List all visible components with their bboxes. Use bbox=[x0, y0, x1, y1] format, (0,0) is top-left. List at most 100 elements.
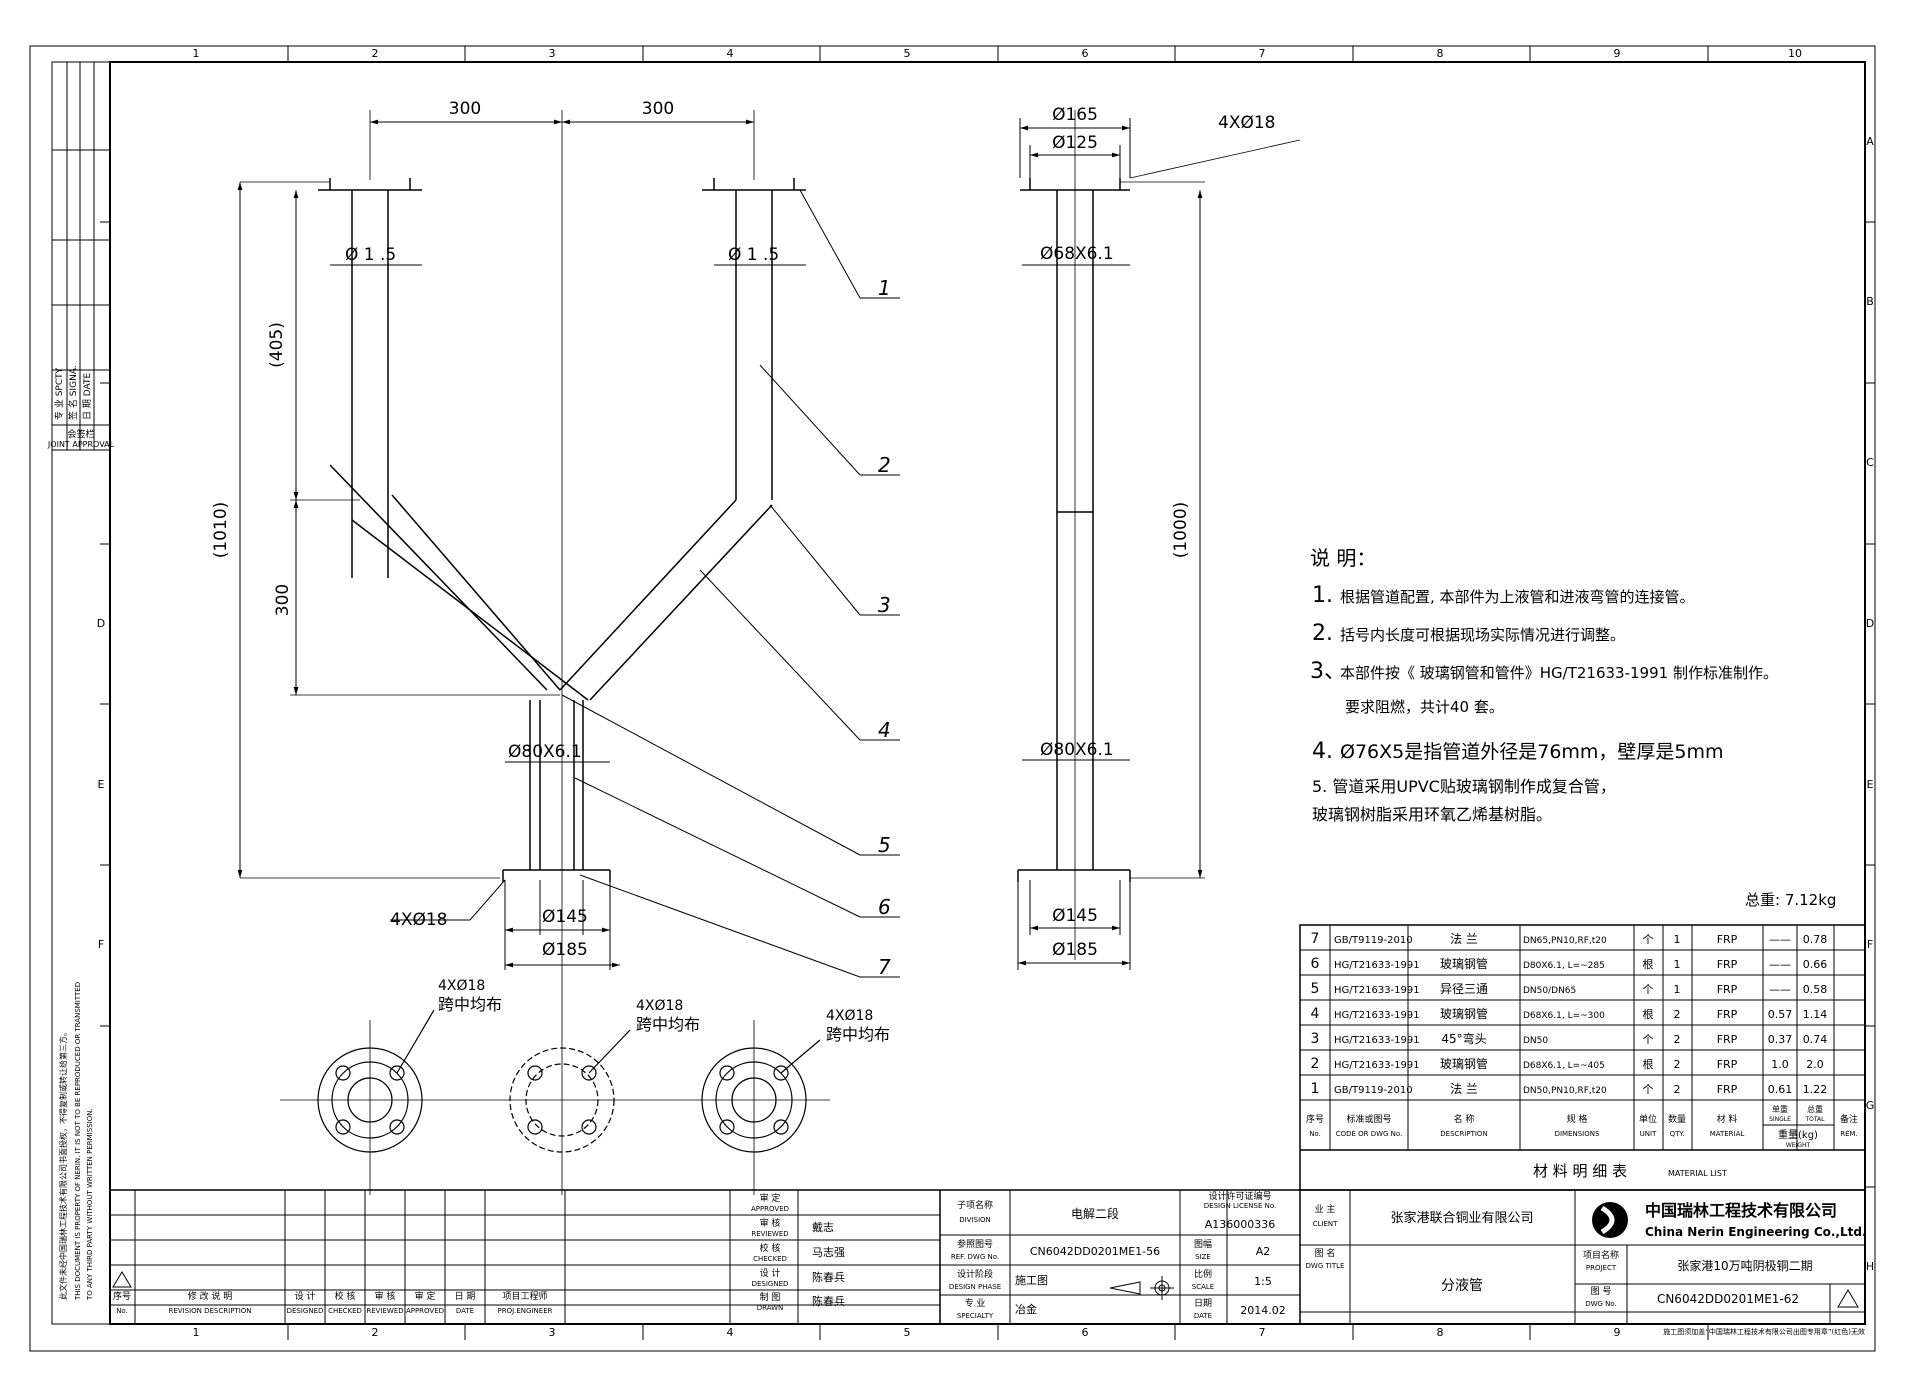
material-cell-qty: 2 bbox=[1674, 1033, 1681, 1046]
side-view-dimensions bbox=[1017, 118, 1203, 970]
plan-bolts-1: 4XØ18 bbox=[438, 978, 485, 994]
hdr-dim-en: DIMENSIONS bbox=[1555, 1130, 1600, 1138]
dim-phi-right: Ø 1 .5 bbox=[728, 245, 779, 265]
zone-col-3-bottom: 3 bbox=[549, 1326, 556, 1339]
rev-hdr-no-en: No. bbox=[116, 1307, 128, 1315]
zone-row-f-left: F bbox=[98, 938, 104, 951]
sig-designed: 设 计 bbox=[760, 1267, 781, 1279]
material-cell-code: GB/T9119-2010 bbox=[1334, 1085, 1413, 1096]
zone-row-d: D bbox=[1866, 617, 1874, 630]
hdr-single-en: SINGLE bbox=[1769, 1116, 1791, 1123]
side-view-centerlines bbox=[1074, 110, 1301, 960]
material-cell-mat: FRP bbox=[1717, 958, 1738, 971]
hdr-no: 序号 bbox=[1306, 1113, 1324, 1125]
material-cell-dim: D80X6.1, L=~285 bbox=[1523, 961, 1605, 971]
material-cell-dim: D68X6.1, L=~300 bbox=[1523, 1011, 1605, 1021]
dim-od-top: Ø165 bbox=[1052, 105, 1098, 125]
title-block-fields: 子项名称 DIVISION 电解二段 设计许可证编号 DESIGN LICENS… bbox=[949, 1190, 1867, 1320]
material-cell-mat: FRP bbox=[1717, 1008, 1738, 1021]
material-cell-unit: 个 bbox=[1643, 983, 1654, 996]
material-cell-mat: FRP bbox=[1717, 933, 1738, 946]
material-cell-unit: 个 bbox=[1643, 933, 1654, 946]
joint-approval-strip bbox=[52, 62, 110, 451]
hdr-unit: 单位 bbox=[1639, 1113, 1657, 1125]
hdr-no-en: No. bbox=[1309, 1130, 1321, 1138]
rev-hdr-chk-en: CHECKED bbox=[328, 1307, 362, 1315]
tb-dwgno-label: 图 号 bbox=[1591, 1286, 1612, 1297]
zone-row-f: F bbox=[1867, 938, 1873, 951]
tb-phase-label: 设计阶段 bbox=[957, 1268, 993, 1280]
tb-company: 中国瑞林工程技术有限公司 bbox=[1645, 1201, 1837, 1220]
approval-signature: 签 名 SIGNA. bbox=[67, 365, 79, 420]
rev-hdr-desc-en: REVISION DESCRIPTION bbox=[169, 1307, 252, 1315]
tb-refdwg-label-en: REF. DWG No. bbox=[951, 1253, 999, 1261]
dim-od-front: Ø185 bbox=[542, 940, 588, 960]
tb-scale-label-en: SCALE bbox=[1192, 1283, 1214, 1291]
material-cell-single: 1.0 bbox=[1771, 1058, 1789, 1071]
sheet-border bbox=[29, 45, 1876, 1352]
sig-designed-name: 陈春兵 bbox=[812, 1270, 845, 1284]
material-list-title: 材 料 明 细 表 bbox=[1533, 1162, 1627, 1180]
zone-row-e-left: E bbox=[98, 778, 105, 791]
hdr-unit-en: UNIT bbox=[1640, 1130, 1657, 1138]
approval-date: 日 期 DATE bbox=[82, 373, 93, 420]
tb-dwgno-label-en: DWG No. bbox=[1585, 1300, 1617, 1308]
tb-license: A136000336 bbox=[1205, 1218, 1276, 1231]
tb-project: 张家港10万吨阴极铜二期 bbox=[1677, 1258, 1812, 1273]
tb-company-en: China Nerin Engineering Co.,Ltd. bbox=[1645, 1225, 1867, 1239]
revision-block-grid bbox=[109, 1189, 1866, 1325]
dim-pipe-bottom: Ø80X6.1 bbox=[508, 742, 582, 762]
balloon-numbers: 1 2 3 4 5 6 7 bbox=[878, 276, 891, 979]
plan-bolts-2: 4XØ18 bbox=[636, 998, 683, 1014]
zone-row-c: C bbox=[1866, 456, 1874, 469]
dwg-warning-icon bbox=[1837, 1289, 1859, 1308]
plan-flange-middle bbox=[509, 1047, 615, 1153]
material-cell-total: 0.78 bbox=[1803, 933, 1828, 946]
zone-row-a: A bbox=[1866, 135, 1874, 148]
nerin-logo bbox=[1592, 1202, 1628, 1238]
notes: 说 明： 1. 根据管道配置, 本部件为上液管和进液弯管的连接管。 2. 括号内… bbox=[1310, 546, 1778, 824]
note-2-number: 2. bbox=[1312, 621, 1333, 646]
balloon-3: 3 bbox=[878, 593, 891, 617]
material-cell-name: 异径三通 bbox=[1440, 982, 1488, 996]
rev-hdr-proj: 项目工程师 bbox=[502, 1290, 547, 1302]
tb-division-label: 子项名称 bbox=[957, 1199, 993, 1211]
note-3-number: 3、 bbox=[1310, 659, 1346, 684]
dim-300-vert: 300 bbox=[273, 584, 293, 616]
zone-row-b: B bbox=[1866, 295, 1874, 308]
zone-row-d-left: D bbox=[97, 617, 105, 630]
tb-phase-label-en: DESIGN PHASE bbox=[949, 1283, 1001, 1291]
dim-pipe-bot-side: Ø80X6.1 bbox=[1040, 740, 1114, 760]
material-cell-dim: DN50,PN10,RF,t20 bbox=[1523, 1086, 1607, 1096]
sig-drawn-en: DRAWN bbox=[757, 1304, 784, 1312]
material-cell-total: 0.66 bbox=[1803, 958, 1828, 971]
zone-col-7-bottom: 7 bbox=[1259, 1326, 1266, 1339]
hdr-total: 总重 bbox=[1807, 1104, 1823, 1114]
material-cell-no: 5 bbox=[1311, 981, 1320, 997]
tb-client-label-en: CLIENT bbox=[1313, 1220, 1339, 1228]
dim-pcd-bot-side: Ø145 bbox=[1052, 906, 1098, 926]
tb-date-label: 日期 bbox=[1194, 1298, 1212, 1309]
notes-heading: 说 明： bbox=[1310, 546, 1376, 570]
material-cell-qty: 2 bbox=[1674, 1008, 1681, 1021]
zone-labels: 1 2 3 4 5 6 7 8 9 10 1 2 3 4 5 6 7 8 9 A… bbox=[97, 47, 1875, 1339]
material-cell-dim: DN50/DN65 bbox=[1523, 986, 1576, 996]
plan-spacing-3: 跨中均布 bbox=[826, 1025, 890, 1044]
zone-col-8-bottom: 8 bbox=[1437, 1326, 1444, 1339]
tb-size: A2 bbox=[1256, 1245, 1271, 1258]
front-view bbox=[318, 178, 806, 882]
approval-specialty: 专 业 SPCTY bbox=[53, 367, 65, 420]
material-cell-no: 2 bbox=[1311, 1056, 1320, 1072]
hdr-mat: 材 料 bbox=[1717, 1113, 1738, 1125]
dim-pcd-top: Ø125 bbox=[1052, 133, 1098, 153]
note-3-text: 本部件按《 玻璃钢管和管件》HG/T21633-1991 制作标准制作。 bbox=[1340, 664, 1778, 682]
zone-col-9-bottom: 9 bbox=[1614, 1326, 1621, 1339]
approval-title-en: JOINT APPROVAL bbox=[47, 440, 115, 449]
note-4-number: 4. bbox=[1312, 739, 1333, 764]
material-cell-qty: 1 bbox=[1674, 933, 1681, 946]
zone-row-g: G bbox=[1866, 1099, 1875, 1112]
tb-spec-label: 专 业 bbox=[965, 1297, 986, 1309]
tb-spec-label-en: SPECIALTY bbox=[957, 1312, 994, 1320]
zone-ticks bbox=[100, 46, 1875, 1340]
balloon-2: 2 bbox=[878, 453, 891, 477]
